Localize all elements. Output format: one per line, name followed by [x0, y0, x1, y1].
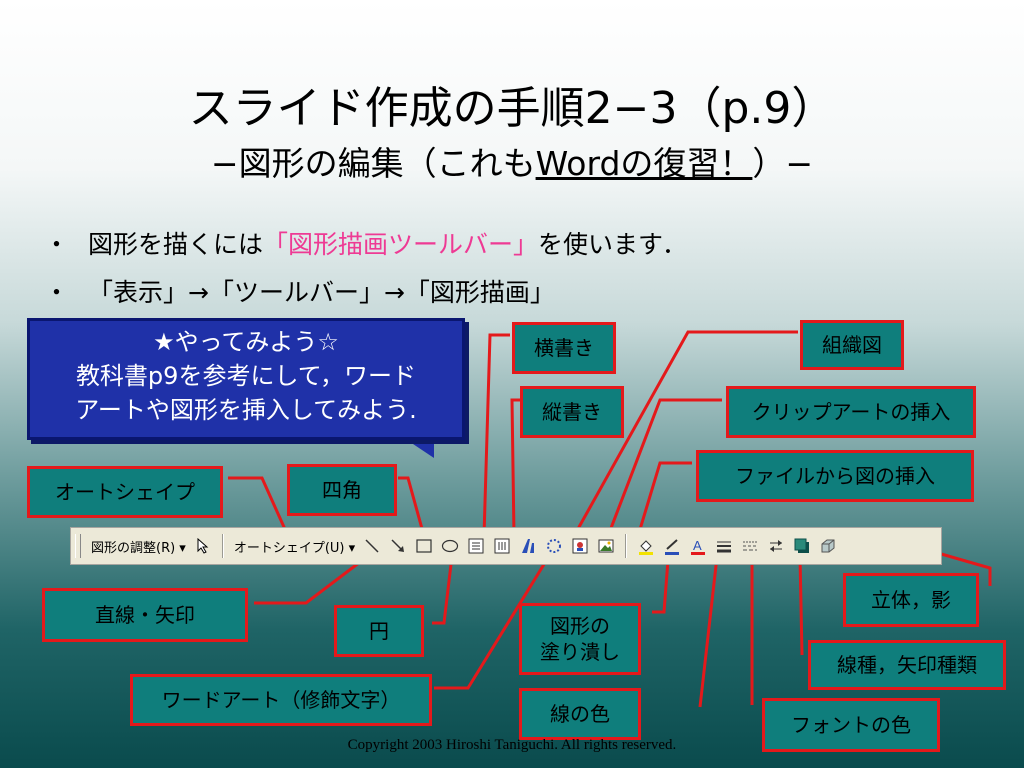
bullet-1-highlight: 「図形描画ツールバー」 [263, 230, 539, 259]
label-orgchart-text: 組織図 [822, 333, 882, 357]
bullet-1-pre: 図形を描くには [88, 230, 264, 259]
label-line-arrow: 直線・矢印 [42, 588, 248, 642]
bullet-1-post: を使います． [538, 230, 688, 259]
drawing-toolbar: 図形の調整(R) ▾ オートシェイプ(U) ▾ A [70, 527, 942, 565]
subtitle-suffix: ）− [752, 144, 814, 183]
label-font-color: フォントの色 [762, 698, 940, 752]
label-line-style-text: 線種，矢印種類 [837, 653, 977, 677]
picture-icon[interactable] [595, 535, 617, 557]
bullet-2: ・「表示」→「ツールバー」→「図形描画」 [44, 276, 555, 310]
toolbar-grip[interactable] [75, 534, 81, 558]
3d-icon[interactable] [817, 535, 839, 557]
wordart-icon[interactable] [517, 535, 539, 557]
label-line-style: 線種，矢印種類 [808, 640, 1006, 690]
bullet-2-text: 「表示」→「ツールバー」→「図形描画」 [88, 278, 555, 307]
label-fill-text-2: 塗り潰し [540, 640, 620, 664]
bullet-dot: ・ [44, 278, 70, 307]
line-icon[interactable] [361, 535, 383, 557]
textbox-icon[interactable] [465, 535, 487, 557]
clipart-icon[interactable] [569, 535, 591, 557]
toolbar-separator [625, 534, 628, 558]
label-clipart-text: クリップアートの挿入 [751, 400, 951, 424]
label-autoshape: オートシェイプ [27, 466, 223, 518]
arrow-style-icon[interactable] [765, 535, 787, 557]
callout-line-2: 教科書p9を参考にして，ワード [75, 362, 417, 390]
rectangle-icon[interactable] [413, 535, 435, 557]
toolbar-separator [221, 534, 224, 558]
line-color-icon[interactable] [661, 535, 683, 557]
label-from-file-text: ファイルから図の挿入 [735, 464, 935, 488]
autoshape-menu-button[interactable]: オートシェイプ(U) ▾ [233, 540, 356, 556]
subtitle-underlined: Wordの復習！ [535, 144, 753, 183]
label-wordart: ワードアート（修飾文字） [130, 674, 432, 726]
shadow-icon[interactable] [791, 535, 813, 557]
draw-menu-button[interactable]: 図形の調整(R) ▾ [91, 540, 186, 556]
label-font-color-text: フォントの色 [791, 713, 911, 737]
label-3d-shadow: 立体，影 [843, 573, 979, 627]
label-line-color-text: 線の色 [550, 702, 610, 726]
dash-style-icon[interactable] [739, 535, 761, 557]
oval-icon[interactable] [439, 535, 461, 557]
label-rectangle: 四角 [287, 464, 397, 516]
font-color-icon[interactable]: A [687, 535, 709, 557]
line-style-icon[interactable] [713, 535, 735, 557]
label-ellipse: 円 [334, 605, 424, 657]
label-horizontal-text: 横書き [512, 322, 616, 374]
slide-subtitle: −図形の編集（これもWordの復習！）− [0, 142, 1024, 186]
label-picture-from-file: ファイルから図の挿入 [696, 450, 974, 502]
label-rectangle-text: 四角 [322, 478, 362, 502]
select-arrow-icon[interactable] [192, 535, 214, 557]
label-autoshape-text: オートシェイプ [55, 480, 195, 504]
label-ellipse-text: 円 [369, 619, 389, 643]
label-fill-text-1: 図形の [550, 614, 610, 638]
label-clipart: クリップアートの挿入 [726, 386, 976, 438]
callout-line-3: アートや図形を挿入してみよう. [75, 396, 417, 424]
vertical-textbox-icon[interactable] [491, 535, 513, 557]
copyright-footer: Copyright 2003 Hiroshi Taniguchi. All ri… [347, 737, 677, 753]
label-vertical-text: 縦書き [520, 386, 624, 438]
bullet-dot: ・ [44, 230, 70, 259]
label-yokogaki-text: 横書き [534, 336, 594, 360]
label-tategaki-text: 縦書き [542, 400, 602, 424]
label-3d-shadow-text: 立体，影 [871, 588, 951, 612]
bullet-1: ・図形を描くには「図形描画ツールバー」を使います． [44, 228, 687, 262]
fill-color-icon[interactable] [635, 535, 657, 557]
callout-line-1: ★やってみよう☆ [153, 328, 339, 356]
arrow-icon[interactable] [387, 535, 409, 557]
label-wordart-text: ワードアート（修飾文字） [161, 688, 401, 712]
subtitle-prefix: −図形の編集（これも [210, 144, 536, 183]
label-line-arrow-text: 直線・矢印 [95, 603, 195, 627]
svg-text:A: A [693, 538, 702, 553]
callout-box: ★やってみよう☆ 教科書p9を参考にして，ワード アートや図形を挿入してみよう. [27, 318, 465, 440]
diagram-icon[interactable] [543, 535, 565, 557]
label-orgchart: 組織図 [800, 320, 904, 370]
slide-title: スライド作成の手順2−3（p.9） [188, 83, 836, 134]
label-line-color: 線の色 [519, 688, 641, 740]
label-fill: 図形の塗り潰し [519, 603, 641, 675]
